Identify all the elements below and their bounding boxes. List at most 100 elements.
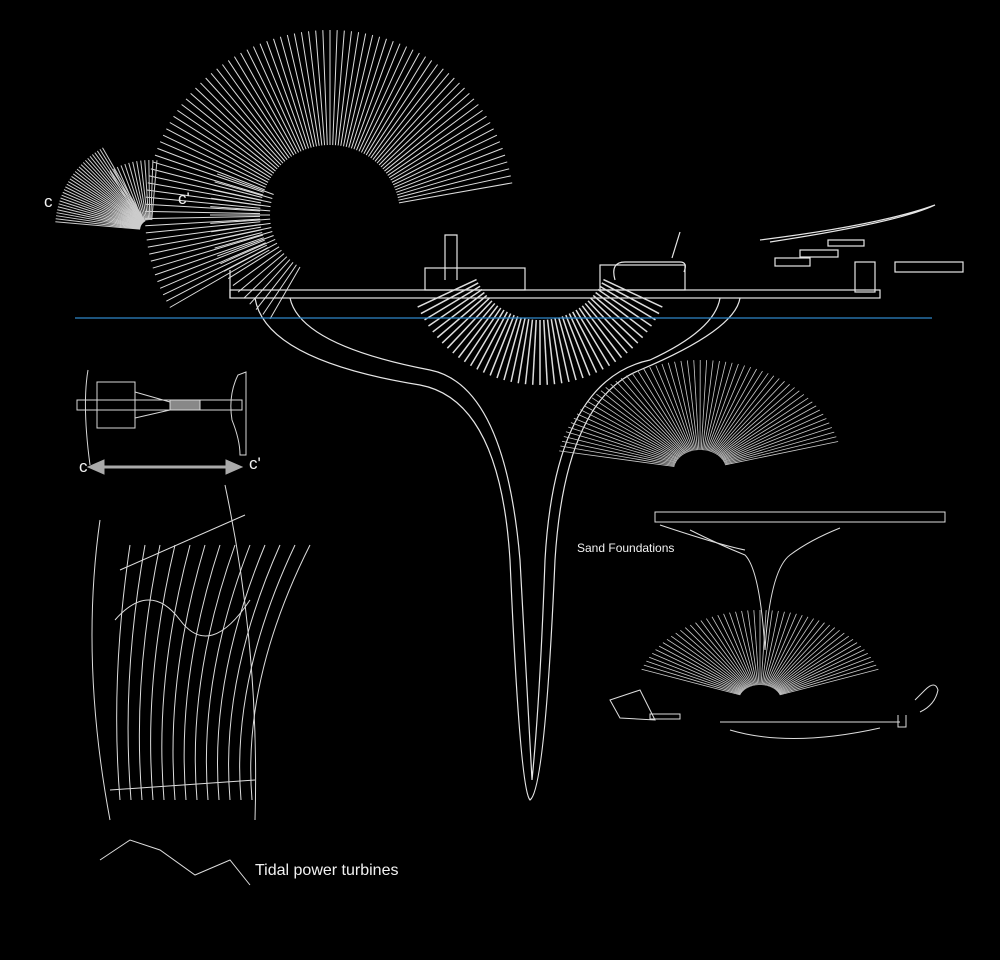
section-fan-line	[764, 612, 791, 686]
section-fan-line	[773, 629, 840, 689]
fan-blade	[152, 161, 264, 196]
fan-blade-left	[56, 215, 141, 229]
bowl-slat	[590, 297, 639, 344]
fan-blade	[223, 242, 278, 272]
section-fan-line	[576, 413, 678, 461]
fan-blade	[380, 87, 465, 168]
fan-blade	[385, 104, 479, 174]
fan-blade-left	[140, 160, 149, 221]
fan-blade	[159, 242, 266, 289]
fan-blade	[370, 64, 438, 159]
fan-blade	[293, 33, 318, 147]
fan-blade	[376, 77, 455, 164]
turbine-blade	[183, 544, 221, 801]
turbine-blade	[194, 544, 236, 801]
section-fan-line	[700, 620, 751, 687]
fan-blade	[363, 52, 420, 154]
fan-blade	[212, 189, 272, 204]
fan-blade-left	[82, 162, 144, 224]
bowl-slat	[578, 307, 617, 363]
section-fan-line	[779, 668, 879, 696]
bowl-slat	[452, 302, 496, 354]
section-fan-line	[767, 616, 809, 687]
section-fan-line	[723, 613, 755, 686]
fan-blade	[159, 141, 266, 188]
fan-blade-left	[65, 186, 142, 226]
section-fan-line	[666, 638, 745, 691]
fan-blade	[166, 128, 269, 183]
bowl-slat	[584, 302, 628, 354]
section-fan-line	[763, 611, 785, 686]
fan-blade-left	[113, 168, 142, 223]
fan-blade	[382, 92, 470, 170]
fan-blade-left	[124, 163, 145, 222]
section-fan-line	[711, 616, 753, 687]
section-fan-line	[610, 383, 685, 455]
section-fan-line	[765, 613, 797, 686]
fan-blade	[162, 134, 268, 186]
bowl-slat	[436, 294, 488, 339]
turbine-blade	[127, 544, 146, 801]
fan-blade-left	[148, 160, 151, 221]
section-fan-line	[680, 629, 747, 689]
section-fan-line	[596, 393, 682, 457]
section-fan-line	[714, 378, 780, 454]
fan-blade	[337, 31, 352, 146]
section-fan-line	[561, 440, 675, 466]
turbine-frame	[114, 599, 251, 637]
fan-blade	[273, 38, 310, 149]
section-fan-line	[717, 390, 800, 456]
fan-blade	[391, 128, 494, 183]
section-fan-line	[643, 664, 741, 695]
fan-blade	[398, 182, 513, 204]
fan-blade-left	[60, 197, 141, 228]
fan-blade-left	[128, 162, 146, 221]
bowl-slat	[587, 300, 634, 349]
fan-blade	[358, 46, 408, 152]
fan-blade	[145, 215, 261, 220]
fan-blade-left	[144, 160, 150, 221]
fan-blade	[173, 115, 272, 179]
fan-blade-left	[78, 166, 143, 224]
fan-blade	[205, 77, 284, 164]
section-fan-line	[615, 380, 685, 455]
section-fan-line	[722, 413, 824, 461]
section-mark-c-prime: c'	[178, 189, 190, 208]
section-fan-line	[701, 360, 714, 451]
section-fan-line	[580, 409, 679, 460]
detail-mark-c: c	[79, 457, 88, 476]
bowl-slat	[424, 285, 481, 321]
section-fan-line	[583, 405, 680, 459]
section-fan-line	[587, 401, 680, 458]
section-fan-line	[722, 418, 827, 462]
fan-blade-left	[80, 164, 144, 224]
section-fan-line	[570, 422, 677, 462]
fan-blade-left	[55, 221, 141, 230]
section-fan-line	[658, 645, 744, 692]
fan-blade	[212, 226, 272, 241]
fan-blade	[216, 68, 288, 160]
fan-blade	[340, 32, 360, 146]
section-fan-line	[777, 649, 865, 692]
bowl-slat	[476, 311, 508, 370]
section-fan-line	[718, 394, 805, 457]
fan-blade	[378, 82, 460, 166]
fan-blade	[315, 30, 326, 146]
fan-blade-left	[116, 166, 143, 222]
section-fan-line	[652, 653, 743, 693]
fan-blade-left	[71, 176, 143, 225]
fan-blade	[345, 34, 374, 148]
fan-blade-left	[62, 191, 142, 227]
section-fan-line	[706, 363, 739, 451]
section-fan-line	[777, 653, 868, 693]
fan-canopy-main	[145, 30, 513, 320]
fan-canopy-left	[55, 147, 158, 230]
bowl-slat	[543, 319, 549, 385]
fan-blade	[195, 87, 280, 168]
bowl-slat	[561, 316, 584, 379]
section-fan-line	[703, 360, 720, 451]
fan-blade	[237, 253, 285, 293]
fan-blade-left	[89, 156, 145, 223]
bowl-slat	[568, 313, 598, 373]
bowl-slat	[592, 294, 644, 339]
